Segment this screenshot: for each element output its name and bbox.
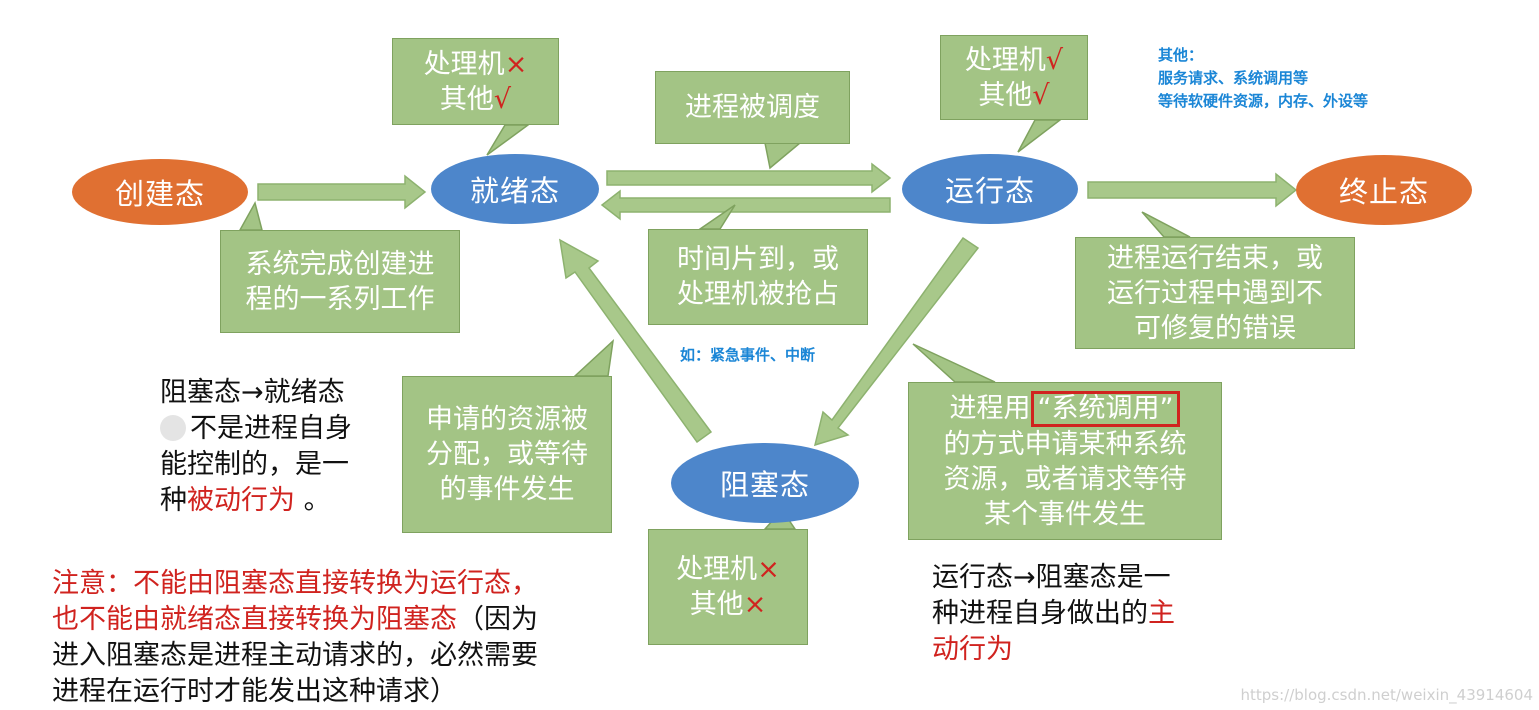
- arrow-ready-to-running: [606, 162, 892, 194]
- label-timeslice-1: 时间片到，或: [677, 244, 839, 275]
- label-syscall-4: 某个事件发生: [984, 498, 1146, 530]
- warning-line2-red: 也不能由就绪态直接转换为阻塞态: [52, 604, 457, 635]
- label-processor: 处理机: [964, 44, 1046, 76]
- highlight-syscall: “系统调用”: [1030, 390, 1181, 427]
- explain-left-line4-pre: 种: [160, 485, 187, 516]
- explain-right-active-2: 动行为: [932, 634, 1013, 665]
- arrow-running-to-ready: [600, 189, 891, 221]
- pointer-dispatched: [764, 142, 803, 170]
- explain-left-line2: 不是进程自身: [190, 413, 352, 444]
- warning-line1: 注意：不能由阻塞态直接转换为运行态，: [52, 568, 538, 599]
- cross-mark: ×: [504, 48, 528, 80]
- explain-running-to-blocked: 运行态→阻塞态是一 种进程自身做出的主 动行为: [932, 560, 1222, 668]
- explain-right-line2-pre: 种进程自身做出的: [932, 598, 1148, 629]
- pointer-running-res: [1017, 119, 1063, 153]
- state-create: 创建态: [72, 159, 248, 225]
- explain-blocked-to-ready: 阻塞态→就绪态 不是进程自身 能控制的，是一 种被动行为 。: [160, 375, 390, 519]
- state-ready: 就绪态: [431, 154, 599, 224]
- callout-dispatched: 进程被调度: [655, 71, 850, 144]
- callout-terminate-reason: 进程运行结束，或 运行过程中遇到不 可修复的错误: [1075, 237, 1355, 349]
- watermark: https://blog.csdn.net/weixin_43914604: [1240, 686, 1533, 704]
- pointer-terminate: [1141, 211, 1191, 238]
- callout-create-done: 系统完成创建进 程的一系列工作: [220, 230, 460, 333]
- label-timeslice-2: 处理机被抢占: [677, 279, 839, 310]
- callout-timeslice: 时间片到，或 处理机被抢占: [648, 229, 868, 325]
- warning-line4: 进程在运行时才能发出这种请求）: [52, 676, 457, 707]
- check-mark: √: [1032, 79, 1050, 111]
- note-interrupt-text: 如：紧急事件、中断: [680, 346, 816, 364]
- state-blocked: 阻塞态: [671, 443, 859, 523]
- callout-syscall: 进程用“系统调用” 的方式申请某种系统 资源，或者请求等待 某个事件发生: [908, 382, 1222, 540]
- cross-mark: ×: [743, 589, 767, 620]
- label-other: 其他: [689, 589, 744, 620]
- arrow-running-to-terminate: [1087, 172, 1298, 208]
- label-terminate-2: 运行过程中遇到不: [1107, 277, 1323, 309]
- note-other-line1: 服务请求、系统调用等: [1158, 69, 1309, 87]
- label-create-1: 系统完成创建进: [245, 248, 435, 280]
- pointer-resource: [573, 339, 615, 377]
- label-resource-1: 申请的资源被: [426, 404, 588, 435]
- label-processor: 处理机: [423, 48, 505, 80]
- label-terminate-3: 可修复的错误: [1134, 312, 1296, 344]
- explain-left-line1: 阻塞态→就绪态: [160, 377, 345, 408]
- callout-blocked-resources: 处理机× 其他×: [648, 529, 808, 645]
- state-running: 运行态: [902, 154, 1078, 224]
- note-other-title: 其他：: [1158, 46, 1204, 64]
- label-resource-3: 的事件发生: [439, 474, 575, 505]
- label-other: 其他: [439, 83, 494, 115]
- label-resource-2: 分配，或等待: [426, 439, 588, 470]
- label-syscall-3: 资源，或者请求等待: [943, 463, 1187, 495]
- label-terminate-1: 进程运行结束，或: [1107, 242, 1323, 274]
- pointer-ready-res: [486, 124, 531, 156]
- state-terminate: 终止态: [1296, 155, 1472, 225]
- label-syscall-pre: 进程用: [949, 392, 1031, 424]
- note-other-resources: 其他： 服务请求、系统调用等 等待软硬件资源，内存、外设等: [1158, 44, 1368, 113]
- explain-right-line1: 运行态→阻塞态是一: [932, 562, 1171, 593]
- explain-left-passive: 被动行为: [187, 485, 295, 516]
- pointer-create: [238, 200, 263, 231]
- arrow-running-to-blocked: [813, 236, 980, 447]
- explain-left-line3: 能控制的，是一: [160, 449, 349, 480]
- label-create-2: 程的一系列工作: [245, 283, 435, 315]
- warning-line2-black: （因为: [457, 604, 538, 635]
- bullet-icon: [160, 415, 186, 441]
- explain-right-active-1: 主: [1148, 598, 1175, 629]
- arrow-create-to-ready: [257, 174, 427, 210]
- note-other-line2: 等待软硬件资源，内存、外设等: [1158, 92, 1369, 110]
- label-other: 其他: [978, 79, 1033, 111]
- check-mark: √: [1045, 44, 1064, 76]
- warning-line3: 进入阻塞态是进程主动请求的，必然需要: [52, 640, 538, 671]
- label-processor: 处理机: [676, 554, 758, 585]
- arrow-blocked-to-ready: [559, 238, 713, 444]
- check-mark: √: [493, 83, 512, 115]
- label-syscall-2: 的方式申请某种系统: [943, 428, 1187, 460]
- callout-resource-allocated: 申请的资源被 分配，或等待 的事件发生: [402, 376, 612, 533]
- cross-mark: ×: [757, 554, 780, 585]
- pointer-syscall: [912, 343, 996, 383]
- note-interrupt-example: 如：紧急事件、中断: [680, 344, 815, 367]
- callout-running-resources: 处理机√ 其他√: [940, 35, 1088, 120]
- warning-note: 注意：不能由阻塞态直接转换为运行态， 也不能由就绪态直接转换为阻塞态（因为 进入…: [52, 566, 632, 710]
- label-dispatched: 进程被调度: [685, 92, 820, 123]
- explain-left-line4-post: 。: [295, 485, 331, 516]
- callout-ready-resources: 处理机× 其他√: [392, 38, 559, 125]
